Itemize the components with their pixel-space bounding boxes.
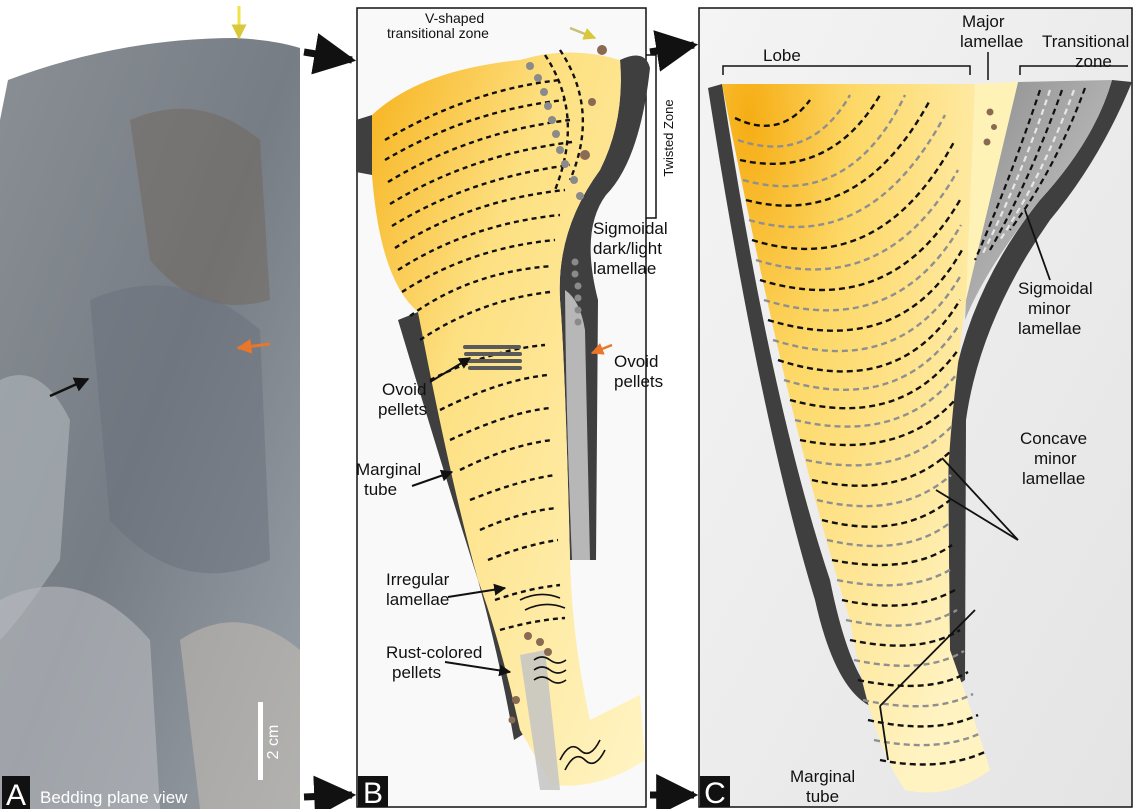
label-sigmoidal-c-2: minor xyxy=(1028,299,1071,318)
panel-c-schematic: Lobe Major lamellae Transitional zone Si… xyxy=(699,8,1132,809)
label-v-shaped: V-shaped xyxy=(425,10,484,26)
label-major-1: Major xyxy=(962,12,1005,31)
panel-b-letter: B xyxy=(363,777,383,809)
label-ovoid-left-1: Ovoid xyxy=(382,380,426,399)
label-ovoid-right-1: Ovoid xyxy=(614,352,658,371)
label-major-2: lamellae xyxy=(960,32,1023,51)
panel-c-letter: C xyxy=(704,777,726,809)
scale-bar xyxy=(258,702,263,780)
label-irregular-2: lamellae xyxy=(386,590,449,609)
panel-a-letter: A xyxy=(6,779,26,809)
arrow-icon xyxy=(650,45,694,52)
panel-b-schematic: V-shaped transitional zone Twisted Zone … xyxy=(356,8,676,809)
label-sigmoidal-b-3: lamellae xyxy=(593,259,656,278)
label-ovoid-right-2: pellets xyxy=(614,372,663,391)
label-ovoid-left-2: pellets xyxy=(378,400,427,419)
panel-a-caption: Bedding plane view xyxy=(40,788,188,807)
label-transitional-2: zone xyxy=(1075,52,1112,71)
label-sigmoidal-b-1: Sigmoidal xyxy=(593,219,668,238)
panel-a-photo: 2 cm A Bedding plane view xyxy=(0,0,300,809)
label-irregular-1: Irregular xyxy=(386,570,450,589)
label-transitional-1: Transitional xyxy=(1042,32,1129,51)
arrow-icon xyxy=(304,795,352,797)
label-marginal-b-2: tube xyxy=(364,480,397,499)
scale-bar-label: 2 cm xyxy=(265,725,282,760)
label-rust-1: Rust-colored xyxy=(386,643,482,662)
label-twisted-zone: Twisted Zone xyxy=(661,99,676,176)
label-sigmoidal-b-2: dark/light xyxy=(593,239,662,258)
label-sigmoidal-c-3: lamellae xyxy=(1018,319,1081,338)
label-sigmoidal-c-1: Sigmoidal xyxy=(1018,279,1093,298)
label-marginal-c-2: tube xyxy=(806,787,839,806)
arrow-icon xyxy=(304,52,352,60)
label-marginal-c-1: Marginal xyxy=(790,767,855,786)
label-concave-3: lamellae xyxy=(1022,469,1085,488)
label-concave-1: Concave xyxy=(1020,429,1087,448)
label-transitional-zone: transitional zone xyxy=(387,25,489,41)
label-concave-2: minor xyxy=(1034,449,1077,468)
label-lobe: Lobe xyxy=(763,46,801,65)
label-marginal-b-1: Marginal xyxy=(356,460,421,479)
label-rust-2: pellets xyxy=(392,663,441,682)
